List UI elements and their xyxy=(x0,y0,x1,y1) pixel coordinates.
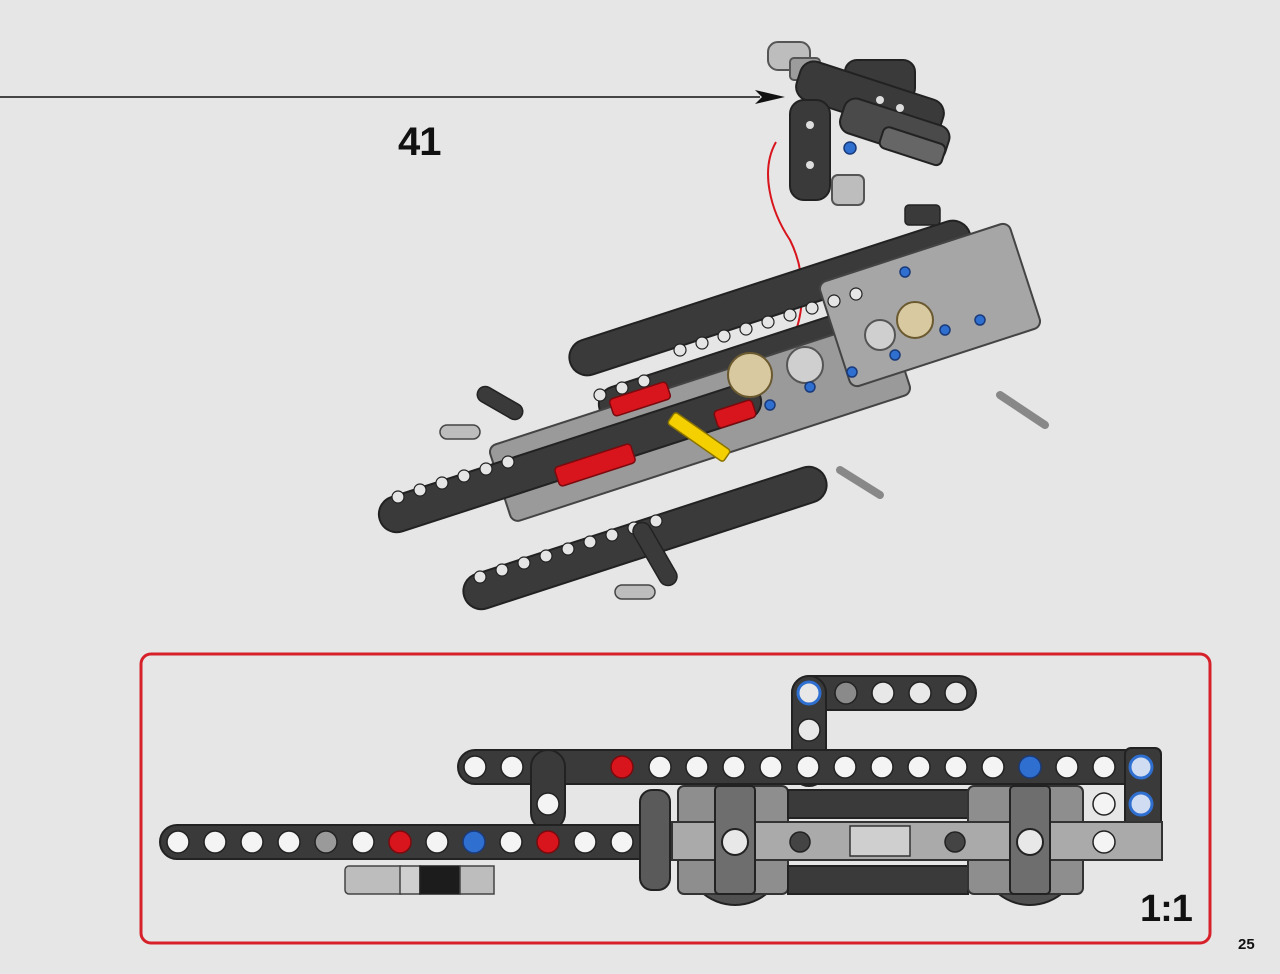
arrow-icon xyxy=(0,90,785,104)
scale-label: 1:1 xyxy=(1140,888,1193,930)
page-number: 25 xyxy=(1238,936,1255,953)
scale-diagram-illustration xyxy=(159,675,1163,906)
callout-box xyxy=(139,652,1212,945)
sub-assembly-illustration xyxy=(767,41,951,206)
step-number: 41 xyxy=(398,120,441,164)
chassis-illustration xyxy=(377,204,1049,611)
